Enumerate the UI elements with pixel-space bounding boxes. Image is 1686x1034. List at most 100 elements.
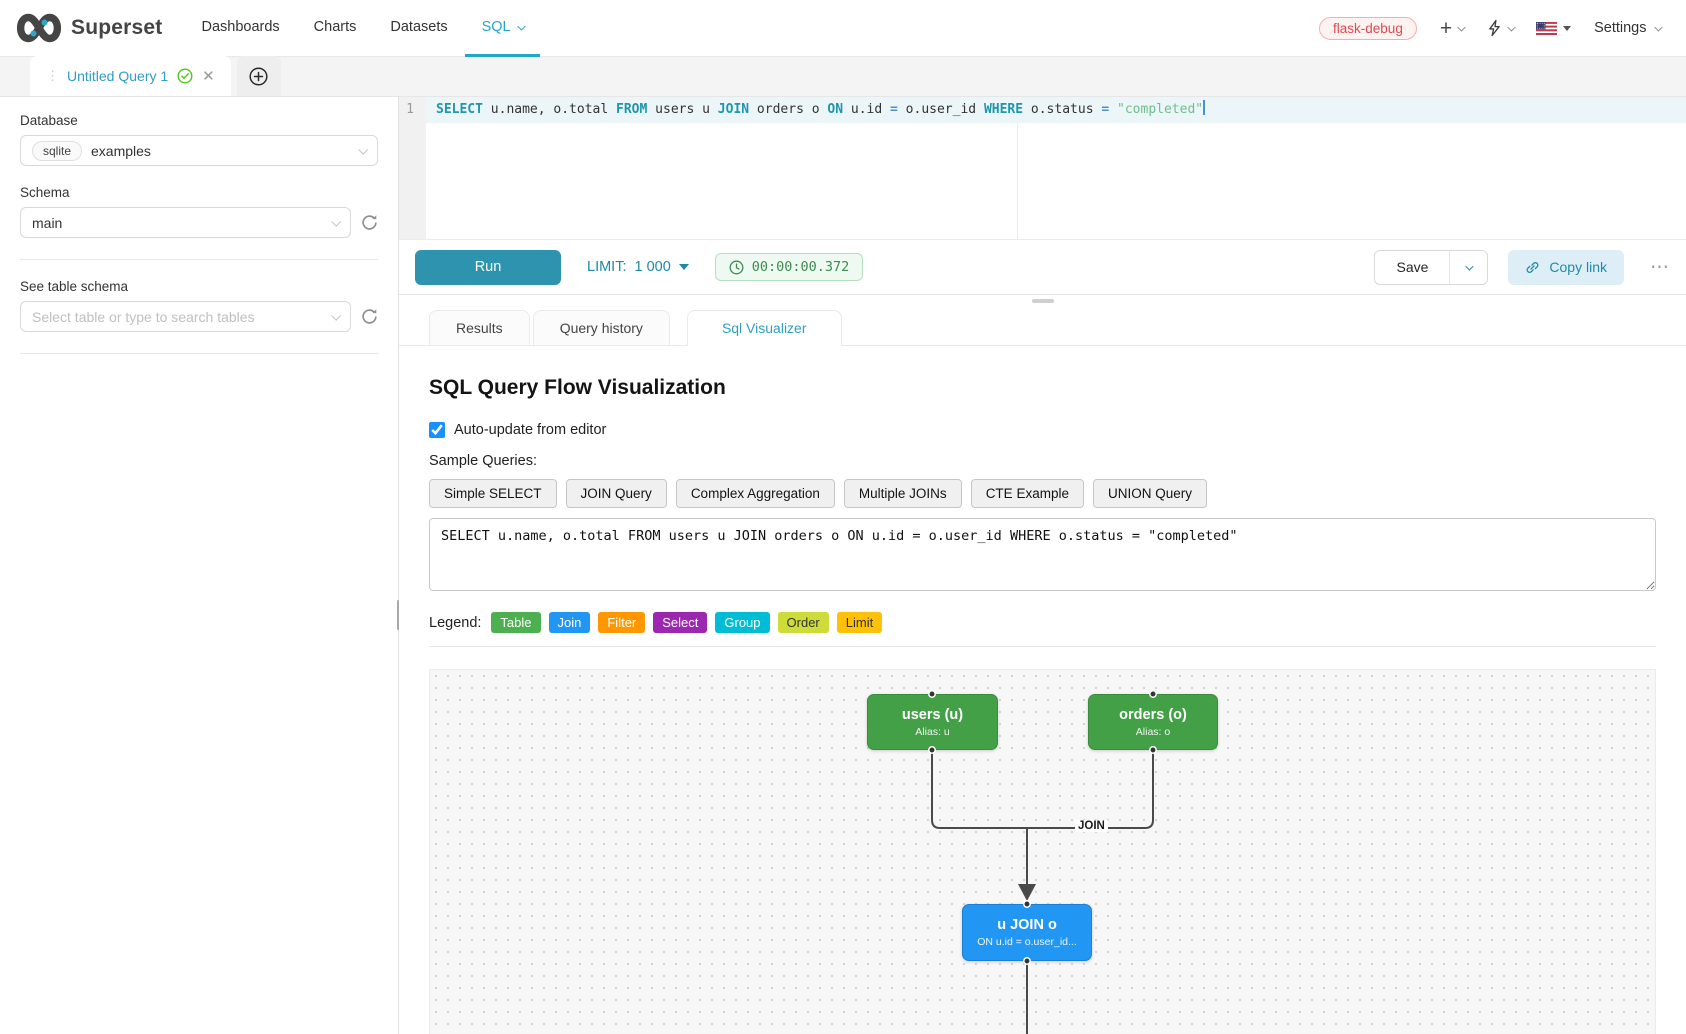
run-query-button[interactable]: Run (415, 249, 561, 285)
sql-token: ON (827, 102, 844, 117)
legend-badge-group: Group (715, 612, 770, 633)
auto-update-checkbox[interactable] (429, 422, 445, 438)
tab-query-history[interactable]: Query history (532, 310, 670, 346)
sql-visualizer-panel: SQL Query Flow Visualization Auto-update… (399, 376, 1686, 1034)
more-options-button[interactable]: ⋯ (1650, 256, 1670, 278)
sample-simple-select-button[interactable]: Simple SELECT (429, 479, 557, 508)
sql-lab-sidebar: Database sqlite examples Schema main See… (0, 97, 400, 1034)
schema-label: Schema (20, 185, 70, 200)
auto-update-label[interactable]: Auto-update from editor (454, 422, 607, 438)
sidebar-divider (20, 353, 378, 354)
sql-token: users u (647, 102, 718, 117)
tab-sql-visualizer[interactable]: Sql Visualizer (686, 310, 842, 346)
diagram-node-orders[interactable]: orders (o) Alias: o (1088, 694, 1218, 750)
brand-name: Superset (71, 16, 163, 39)
edge-label-join: JOIN (1075, 820, 1108, 832)
page-title: SQL Query Flow Visualization (429, 376, 726, 399)
settings-menu[interactable]: Settings (1594, 20, 1662, 36)
nav-charts[interactable]: Charts (313, 18, 357, 35)
sql-token: o.status (1023, 102, 1102, 117)
sample-union-query-button[interactable]: UNION Query (1092, 479, 1207, 508)
table-select[interactable]: Select table or type to search tables (20, 301, 351, 332)
sidebar-resize-handle[interactable] (397, 600, 400, 630)
drag-handle-icon[interactable]: ⋮ (46, 68, 59, 83)
sample-queries-label: Sample Queries: (429, 453, 537, 469)
refresh-schemas-button[interactable] (361, 214, 378, 231)
query-timer-badge: 00:00:00.372 (714, 253, 864, 281)
clock-icon (729, 260, 744, 275)
elapsed-time: 00:00:00.372 (751, 259, 850, 275)
nav-datasets[interactable]: Datasets (390, 18, 448, 35)
schema-select[interactable]: main (20, 207, 351, 238)
node-title: u JOIN o (997, 917, 1057, 933)
chevron-down-icon (517, 21, 525, 30)
limit-dropdown[interactable]: LIMIT: 1 000 (587, 259, 689, 275)
auto-update-row: Auto-update from editor (429, 422, 1656, 438)
database-engine-badge: sqlite (32, 140, 83, 161)
environment-tag: flask-debug (1319, 16, 1417, 40)
sql-token: WHERE (983, 102, 1024, 117)
query-flow-diagram[interactable]: JOIN users (u) Alias: u orders (o) Alias… (429, 669, 1656, 1034)
copy-link-button[interactable]: Copy link (1508, 249, 1624, 285)
sql-code-editor[interactable]: 1 SELECT u.name, o.total FROM users u JO… (399, 97, 1686, 240)
query-tab-active[interactable]: ⋮ Untitled Query 1 ✕ (30, 56, 231, 96)
sample-query-buttons: Simple SELECT JOIN Query Complex Aggrega… (429, 479, 1656, 508)
refresh-tables-button[interactable] (361, 308, 378, 325)
sql-token: = (1101, 102, 1110, 117)
legend-badge-order: Order (777, 612, 829, 633)
sql-token: u.id (843, 102, 891, 117)
sample-complex-aggregation-button[interactable]: Complex Aggregation (675, 479, 835, 508)
add-query-tab-button[interactable] (236, 56, 281, 96)
sidebar-divider (20, 259, 378, 260)
sample-multiple-joins-button[interactable]: Multiple JOINs (843, 479, 962, 508)
limit-label: LIMIT: (587, 259, 627, 275)
node-subtitle: Alias: u (915, 725, 950, 738)
sql-token: FROM (616, 102, 648, 117)
legend-label: Legend: (429, 614, 482, 631)
superset-brand[interactable]: Superset (16, 13, 162, 43)
schema-value: main (32, 214, 63, 231)
chevron-down-icon (1465, 262, 1474, 271)
close-tab-icon[interactable]: ✕ (202, 67, 215, 85)
copy-link-label: Copy link (1549, 259, 1607, 275)
save-split-button: Save (1374, 249, 1489, 285)
diagram-node-join[interactable]: u JOIN o ON u.id = o.user_id... (962, 904, 1092, 961)
theme-toggle-button[interactable] (1487, 19, 1515, 37)
chevron-down-icon (358, 144, 369, 155)
sample-join-query-button[interactable]: JOIN Query (565, 479, 667, 508)
chevron-down-icon (331, 216, 342, 227)
caret-down-icon (678, 264, 689, 270)
nav-sql[interactable]: SQL (464, 0, 541, 57)
caret-down-icon (1563, 25, 1572, 31)
sample-cte-example-button[interactable]: CTE Example (970, 479, 1084, 508)
legend-badge-select: Select (653, 612, 708, 633)
top-navbar: Superset Dashboards Charts Datasets SQL … (0, 0, 1686, 57)
diagram-node-users[interactable]: users (u) Alias: u (867, 694, 998, 750)
check-circle-icon (177, 68, 193, 84)
sql-token: u.name, o.total (482, 102, 617, 117)
results-tab-bar: Results Query history Sql Visualizer (399, 310, 1686, 346)
save-options-button[interactable] (1449, 250, 1487, 284)
editor-code-area[interactable]: SELECT u.name, o.total FROM users u JOIN… (426, 97, 1686, 239)
table-schema-label: See table schema (20, 279, 129, 294)
query-tab-strip: ⋮ Untitled Query 1 ✕ (0, 56, 1686, 97)
language-selector[interactable] (1536, 21, 1572, 35)
sql-token: "completed" (1117, 102, 1204, 117)
table-select-placeholder: Select table or type to search tables (32, 308, 255, 325)
editor-toolbar: Run LIMIT: 1 000 00:00:00.372 Save (399, 240, 1686, 295)
plus-circle-icon (249, 66, 268, 86)
tab-results[interactable]: Results (429, 310, 530, 346)
diagram-edges-layer (928, 690, 1157, 1034)
navbar-right: flask-debug + (1319, 16, 1662, 40)
nav-dashboards[interactable]: Dashboards (201, 18, 280, 35)
sql-code-line: SELECT u.name, o.total FROM users u JOIN… (426, 97, 1686, 123)
node-subtitle: Alias: o (1135, 725, 1171, 738)
visualizer-query-input[interactable]: SELECT u.name, o.total FROM users u JOIN… (429, 518, 1656, 591)
link-icon (1525, 260, 1540, 275)
new-item-button[interactable]: + (1440, 18, 1466, 39)
database-select[interactable]: sqlite examples (20, 135, 378, 166)
save-button[interactable]: Save (1396, 259, 1429, 275)
pane-resize-handle[interactable] (1031, 299, 1054, 303)
sql-editor-pane: 1 SELECT u.name, o.total FROM users u JO… (399, 97, 1686, 1034)
sql-token: JOIN (717, 102, 750, 117)
